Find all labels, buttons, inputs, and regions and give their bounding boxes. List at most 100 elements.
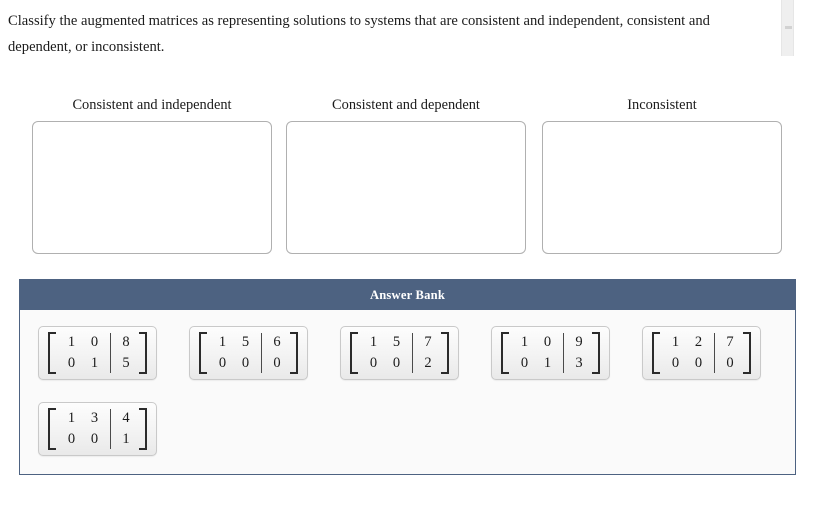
right-bracket-icon (138, 332, 147, 374)
matrix-cell: 9 (575, 334, 583, 350)
matrix-cell: 5 (392, 334, 401, 350)
matrix-cell: 1 (543, 355, 552, 371)
right-bracket-icon (742, 332, 751, 374)
left-bracket-icon (501, 332, 510, 374)
matrix-cell: 1 (90, 355, 99, 371)
left-bracket-icon (350, 332, 359, 374)
right-bracket-icon (289, 332, 298, 374)
drop-zone-consistent-dependent[interactable] (286, 121, 526, 254)
right-bracket-icon (440, 332, 449, 374)
matrix-cell: 0 (273, 355, 281, 371)
matrix-cell: 1 (122, 431, 130, 447)
left-bracket-icon (199, 332, 208, 374)
category-label-consistent-dependent: Consistent and dependent (332, 97, 480, 113)
page-title: Classify the augmented matrices as repre… (8, 13, 710, 55)
matrix-cell: 0 (392, 355, 401, 371)
augmented-divider (412, 333, 413, 373)
matrix-cell: 0 (90, 431, 99, 447)
left-bracket-icon (652, 332, 661, 374)
matrix-cell: 0 (726, 355, 734, 371)
category-consistent-dependent: Consistent and dependent (286, 96, 526, 254)
matrix-cell: 0 (671, 355, 680, 371)
matrix-cell: 0 (241, 355, 250, 371)
matrix-cell: 1 (671, 334, 680, 350)
category-consistent-independent: Consistent and independent (32, 96, 272, 254)
category-inconsistent: Inconsistent (542, 96, 782, 254)
drop-zone-inconsistent[interactable] (542, 121, 782, 254)
matrix-cell: 0 (543, 334, 552, 350)
augmented-divider (714, 333, 715, 373)
matrix-cell: 8 (122, 334, 130, 350)
matrix-cell: 2 (424, 355, 432, 371)
vertical-scrollbar-grip (785, 26, 792, 29)
category-zones: Consistent and independent Consistent an… (0, 96, 800, 266)
matrix-cell: 0 (218, 355, 227, 371)
augmented-divider (261, 333, 262, 373)
matrix-cell: 3 (575, 355, 583, 371)
answer-bank-header: Answer Bank (20, 280, 795, 310)
matrix-cell: 0 (67, 431, 76, 447)
answer-bank-title: Answer Bank (369, 287, 446, 302)
matrix-cell: 0 (369, 355, 378, 371)
matrix-cell: 5 (241, 334, 250, 350)
category-label-inconsistent: Inconsistent (627, 97, 697, 113)
augmented-divider (110, 409, 111, 449)
matrix-cell: 1 (218, 334, 227, 350)
category-label-consistent-independent: Consistent and independent (72, 97, 232, 113)
right-bracket-icon (591, 332, 600, 374)
matrix-cell: 1 (67, 334, 76, 350)
matrix-cell: 1 (520, 334, 529, 350)
matrix-cell: 5 (122, 355, 130, 371)
matrix-cell: 0 (694, 355, 703, 371)
matrix-cell: 0 (90, 334, 99, 350)
matrix-cell: 7 (726, 334, 734, 350)
matrix-cell: 2 (694, 334, 703, 350)
matrix-cell: 1 (369, 334, 378, 350)
matrix-cell: 6 (273, 334, 281, 350)
matrix-cell: 3 (90, 410, 99, 426)
drop-zone-consistent-independent[interactable] (32, 121, 272, 254)
matrix-cell: 0 (67, 355, 76, 371)
left-bracket-icon (48, 332, 57, 374)
matrix-cell: 4 (122, 410, 130, 426)
